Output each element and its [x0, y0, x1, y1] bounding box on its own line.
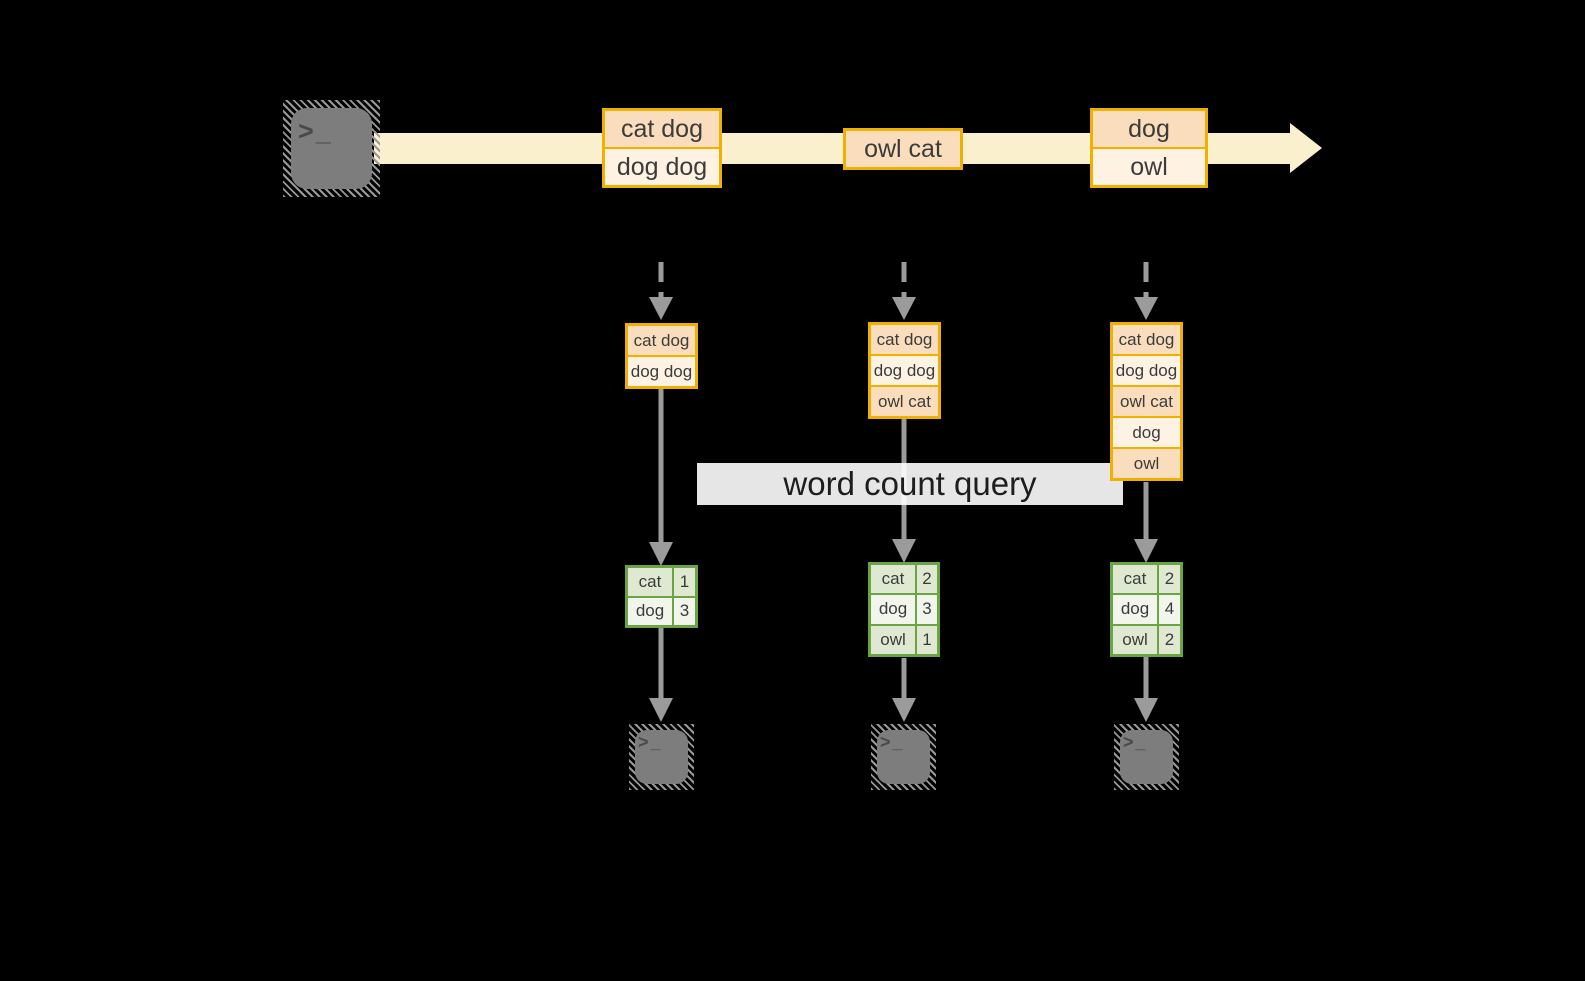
sink-terminal-icon-3: >_ [1114, 724, 1179, 790]
count-value: 2 [1159, 625, 1180, 654]
terminal-prompt-icon: >_ [1123, 732, 1148, 752]
batch-line: cat dog [628, 326, 695, 355]
arrow-lines [649, 262, 1158, 722]
count-value: 3 [674, 597, 695, 625]
batch-line: cat dog [1113, 325, 1180, 354]
count-word: dog [1113, 595, 1157, 624]
batch-line: dog dog [628, 357, 695, 386]
count-word: dog [871, 595, 915, 624]
terminal-prompt-icon: >_ [880, 732, 905, 752]
source-terminal-icon: >_ [283, 100, 380, 197]
batch-line: dog dog [1113, 356, 1180, 385]
count-word: cat [1113, 565, 1157, 594]
count-table-1: cat 1 dog 3 [625, 565, 698, 628]
batch-line: owl cat [1113, 387, 1180, 416]
count-row: cat 2 [871, 565, 937, 594]
count-value: 1 [917, 625, 937, 654]
count-word: cat [628, 568, 672, 596]
count-value: 2 [1159, 565, 1180, 594]
count-table-2: cat 2 dog 3 owl 1 [868, 562, 940, 657]
count-word: owl [871, 625, 915, 654]
count-row: dog 3 [628, 597, 695, 625]
terminal-prompt-icon: >_ [298, 116, 333, 146]
terminal-body [1120, 730, 1173, 784]
terminal-body [291, 108, 372, 189]
terminal-body [635, 730, 688, 784]
sink-terminal-icon-1: >_ [629, 724, 694, 790]
count-value: 3 [917, 595, 937, 624]
batch-line: dog [1113, 418, 1180, 447]
terminal-prompt-icon: >_ [638, 732, 663, 752]
batch-line: cat dog [871, 325, 938, 354]
count-word: cat [871, 565, 915, 594]
count-row: owl 1 [871, 625, 937, 654]
batch-line: owl cat [871, 387, 938, 416]
event-line: cat dog [605, 111, 719, 147]
count-value: 4 [1159, 595, 1180, 624]
batch-stack-3: cat dog dog dog owl cat dog owl [1110, 322, 1183, 481]
batch-stack-1: cat dog dog dog [625, 323, 698, 389]
count-row: cat 2 [1113, 565, 1180, 594]
timeline-event-box-2: owl cat [843, 128, 963, 170]
sink-terminal-icon-2: >_ [871, 724, 936, 790]
stream-timeline-arrowhead-icon [1290, 123, 1322, 173]
event-line: owl [1093, 149, 1205, 185]
batch-line: owl [1113, 449, 1180, 478]
word-count-query-label: word count query [697, 463, 1123, 505]
batch-stack-2: cat dog dog dog owl cat [868, 322, 941, 419]
count-value: 1 [674, 568, 695, 596]
batch-line: dog dog [871, 356, 938, 385]
count-row: owl 2 [1113, 625, 1180, 654]
count-table-3: cat 2 dog 4 owl 2 [1110, 562, 1183, 657]
timeline-event-box-1: cat dog dog dog [602, 108, 722, 188]
count-value: 2 [917, 565, 937, 594]
event-line: dog [1093, 111, 1205, 147]
timeline-event-box-3: dog owl [1090, 108, 1208, 188]
event-line: owl cat [846, 131, 960, 167]
count-row: cat 1 [628, 568, 695, 596]
count-word: dog [628, 597, 672, 625]
count-row: dog 4 [1113, 595, 1180, 624]
event-line: dog dog [605, 149, 719, 185]
terminal-body [877, 730, 930, 784]
count-row: dog 3 [871, 595, 937, 624]
count-word: owl [1113, 625, 1157, 654]
